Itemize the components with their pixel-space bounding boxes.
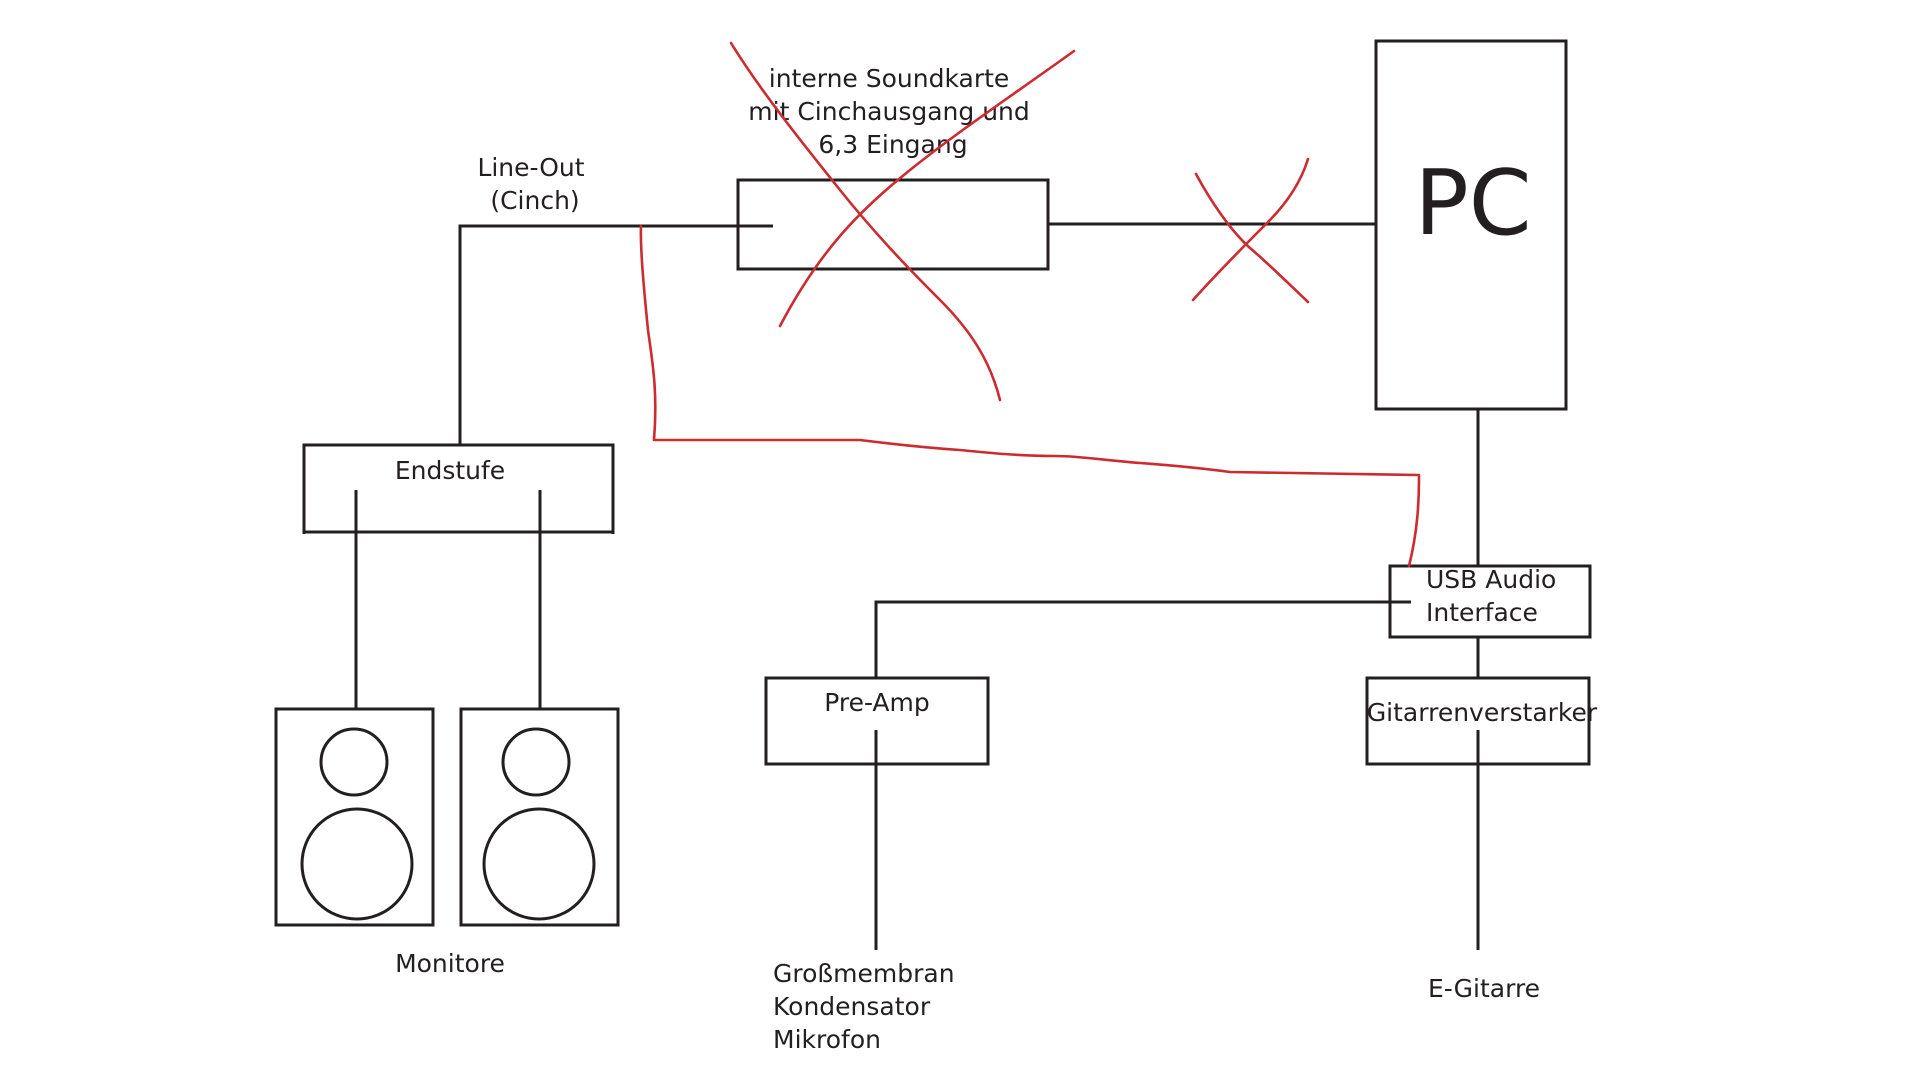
wiring bbox=[354, 222, 1480, 950]
red-corrections bbox=[639, 41, 1421, 568]
preamp-usb-wire bbox=[874, 600, 1411, 678]
monitor-right bbox=[459, 707, 620, 927]
soundcard-box bbox=[736, 178, 1050, 271]
guitar-amp-box bbox=[1365, 676, 1591, 766]
woofer-icon bbox=[300, 807, 414, 921]
pc-connection-cross-out-icon bbox=[1191, 157, 1310, 302]
endstufe-label: Endstufe bbox=[395, 456, 505, 485]
woofer-icon bbox=[482, 807, 596, 921]
tweeter-icon bbox=[319, 727, 389, 797]
pc-connection-cross-out-icon bbox=[1194, 172, 1310, 304]
preamp-label: Pre-Amp bbox=[824, 688, 930, 717]
microphone-label: Großmembran Kondensator Mikrofon bbox=[773, 959, 963, 1054]
monitors-label: Monitore bbox=[395, 949, 505, 978]
soundcard-label: interne Soundkarte mit Cinchausgang und … bbox=[748, 64, 1037, 159]
soundcard-cross-out-icon bbox=[729, 41, 1002, 402]
preamp-box bbox=[764, 676, 990, 766]
monitor-left bbox=[274, 707, 435, 927]
lineout-label: Line-Out (Cinch) bbox=[477, 153, 592, 215]
endstufe-box bbox=[302, 443, 615, 534]
guitar-amp-label: Gitarrenverstarker bbox=[1367, 698, 1598, 727]
usb-interface-box bbox=[1388, 564, 1592, 639]
usb-interface-label: USB Audio Interface bbox=[1426, 565, 1564, 627]
pc-box bbox=[1374, 39, 1568, 411]
soundcard-cross-out-icon bbox=[778, 49, 1076, 328]
guitar-label: E-Gitarre bbox=[1428, 974, 1540, 1003]
pc-label: PC bbox=[1414, 151, 1531, 256]
tweeter-icon bbox=[501, 727, 571, 797]
new-usb-to-lineout-route bbox=[639, 224, 1421, 568]
lineout-wire bbox=[458, 224, 773, 446]
